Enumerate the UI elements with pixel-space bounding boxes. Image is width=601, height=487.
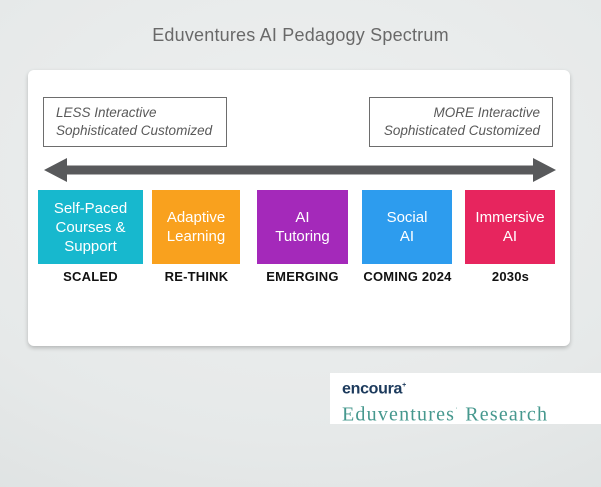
stage-text-line: Courses & [55, 218, 126, 236]
less-line1: LESS Interactive [56, 105, 157, 120]
stage-text-line: Immersive [475, 209, 545, 226]
stage-text-line: Learning [166, 228, 226, 245]
stage-box-social-ai: Social AI [362, 190, 452, 264]
more-line2: Sophisticated Customized [383, 123, 540, 138]
spectrum-card: LESS Interactive Sophisticated Customize… [28, 70, 570, 346]
stage-text-line: Support [64, 237, 117, 255]
status-label-rethink: RE-THINK [164, 269, 229, 284]
status-label-emerging: EMERGING [266, 269, 339, 284]
stage-box-ai-tutoring: AI Tutoring [257, 190, 348, 264]
page-title: Eduventures AI Pedagogy Spectrum [152, 25, 449, 45]
less-interactive-label: LESS Interactive Sophisticated Customize… [43, 97, 227, 147]
stage-text-line: Tutoring [275, 228, 330, 245]
eduventures-research-wordmark: Eduventures˙ Research [342, 398, 601, 428]
brand-panel: encoura+ Eduventures˙ Research [330, 373, 601, 426]
double-arrow-icon [44, 155, 556, 185]
stage-text-line: Social [386, 209, 428, 226]
encoura-logo-text: encoura [342, 380, 403, 398]
stage-box-immersive-ai: Immersive AI [465, 190, 555, 264]
double-arrow-shape [44, 158, 556, 182]
less-line2: Sophisticated Customized [56, 123, 213, 138]
trademark-icon: ˙ [455, 406, 460, 416]
encoura-logo: encoura+ [342, 377, 601, 398]
status-label-2030s: 2030s [491, 269, 530, 284]
stage-box-self-paced: Self-Paced Courses & Support [38, 190, 143, 264]
more-interactive-label: MORE Interactive Sophisticated Customize… [369, 97, 553, 147]
stage-text-line: Adaptive [166, 209, 226, 226]
stage-box-adaptive-learning: Adaptive Learning [152, 190, 240, 264]
stage-text-line: AI [399, 228, 415, 245]
status-label-scaled: SCALED [63, 269, 118, 284]
research-name: Eduventures [342, 403, 456, 426]
stage-text-line: Self-Paced [53, 199, 128, 217]
more-line1: MORE Interactive [433, 105, 540, 120]
stage-text-line: AI [502, 228, 518, 245]
status-label-coming-2024: COMING 2024 [363, 269, 452, 284]
trademark-icon: + [402, 382, 406, 389]
research-suffix: Research [459, 403, 549, 426]
stage-text-line: AI [295, 209, 310, 226]
